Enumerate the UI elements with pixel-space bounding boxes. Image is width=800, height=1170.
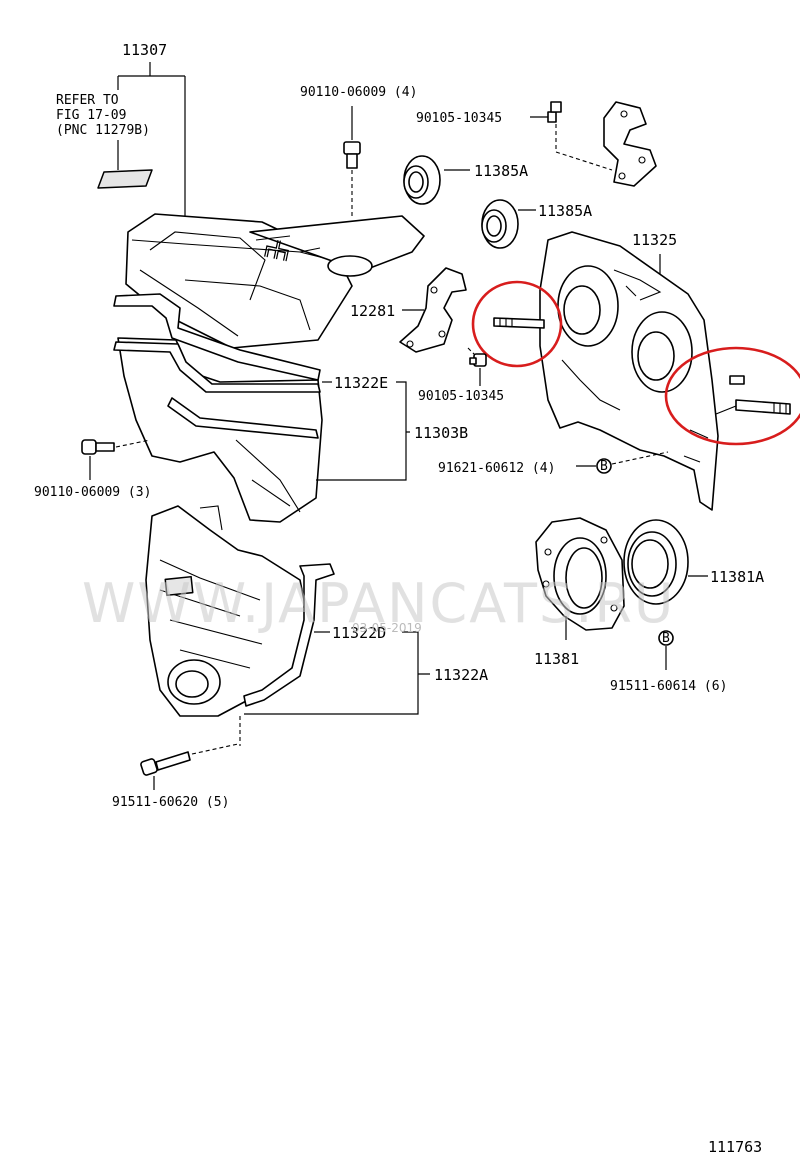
gasket-sheet-icon [97, 169, 153, 189]
label-11325: 11325 [632, 231, 677, 249]
label-refer-pnc: (PNC 11279B) [56, 123, 150, 138]
seal-retainer-11381: 11381 [534, 517, 625, 668]
label-91511-bottom: 91511-60620 (5) [112, 795, 229, 810]
label-11381: 11381 [534, 650, 579, 668]
bracket-upper-right [603, 101, 657, 187]
bolt-91511-bottom: 91511-60620 (5) [112, 743, 239, 810]
label-11303b: 11303B [414, 424, 468, 442]
middle-cover-11303b [113, 337, 323, 523]
callout-91511-right: B 91511-60614 (6) [610, 630, 727, 694]
label-90110-left: 90110-06009 (3) [34, 485, 151, 500]
watermark-text: WWW.JAPANCATS.RU [82, 572, 675, 635]
bracket-12281: 12281 [350, 267, 467, 353]
label-90105-middle: 90105-10345 [418, 389, 504, 404]
stud-left [493, 317, 545, 329]
b-mark-icon: B [600, 459, 608, 474]
label-91511-right: 91511-60614 (6) [610, 679, 727, 694]
highlight-circle-left [471, 280, 563, 368]
bolt-90105-middle: 90105-10345 [418, 347, 504, 404]
oil-seal-11381a: 11381A [623, 519, 764, 605]
callout-11322d-11322a: 11322D 11322A [239, 624, 488, 746]
label-12281: 12281 [350, 302, 395, 320]
label-91621: 91621-60612 (4) [438, 461, 555, 476]
figure-number: 111763 [708, 1138, 762, 1156]
seal-11385a-lower: 11385A [481, 199, 592, 249]
label-11322e: 11322E [334, 374, 388, 392]
timing-belt-plate-11325: 11325 [539, 231, 745, 511]
bolt-90105-top: 90105-10345 [416, 101, 613, 171]
label-90110-top: 90110-06009 (4) [300, 85, 417, 100]
label-11385a-lower: 11385A [538, 202, 592, 220]
seal-11385a-upper: 11385A [403, 155, 528, 205]
callout-11322e-11303b: 11322E 11303B [316, 374, 468, 481]
bolt-90110-top: 90110-06009 (4) [300, 85, 417, 218]
bolt-90110-left: 90110-06009 (3) [34, 439, 151, 500]
label-11385a-upper: 11385A [474, 162, 528, 180]
label-11322a: 11322A [434, 666, 488, 684]
callout-91621: 91621-60612 (4) B [438, 451, 669, 476]
b-mark-icon-2: B [662, 631, 670, 646]
watermark-date: 03-05-2019 [352, 621, 422, 635]
stud-right [715, 399, 791, 415]
callout-11307: 11307 REFER TO FIG 17-09 (PNC 11279B) [56, 41, 186, 225]
highlight-circle-right [664, 346, 800, 446]
upper-timing-cover: ╔╬╗ [125, 213, 425, 349]
label-11322d: 11322D [332, 624, 386, 642]
label-11307: 11307 [122, 41, 167, 59]
label-refer-to: REFER TO [56, 93, 119, 108]
label-90105-top: 90105-10345 [416, 111, 502, 126]
label-refer-fig: FIG 17-09 [56, 108, 126, 123]
lower-timing-cover [145, 505, 335, 717]
label-11381a: 11381A [710, 568, 764, 586]
